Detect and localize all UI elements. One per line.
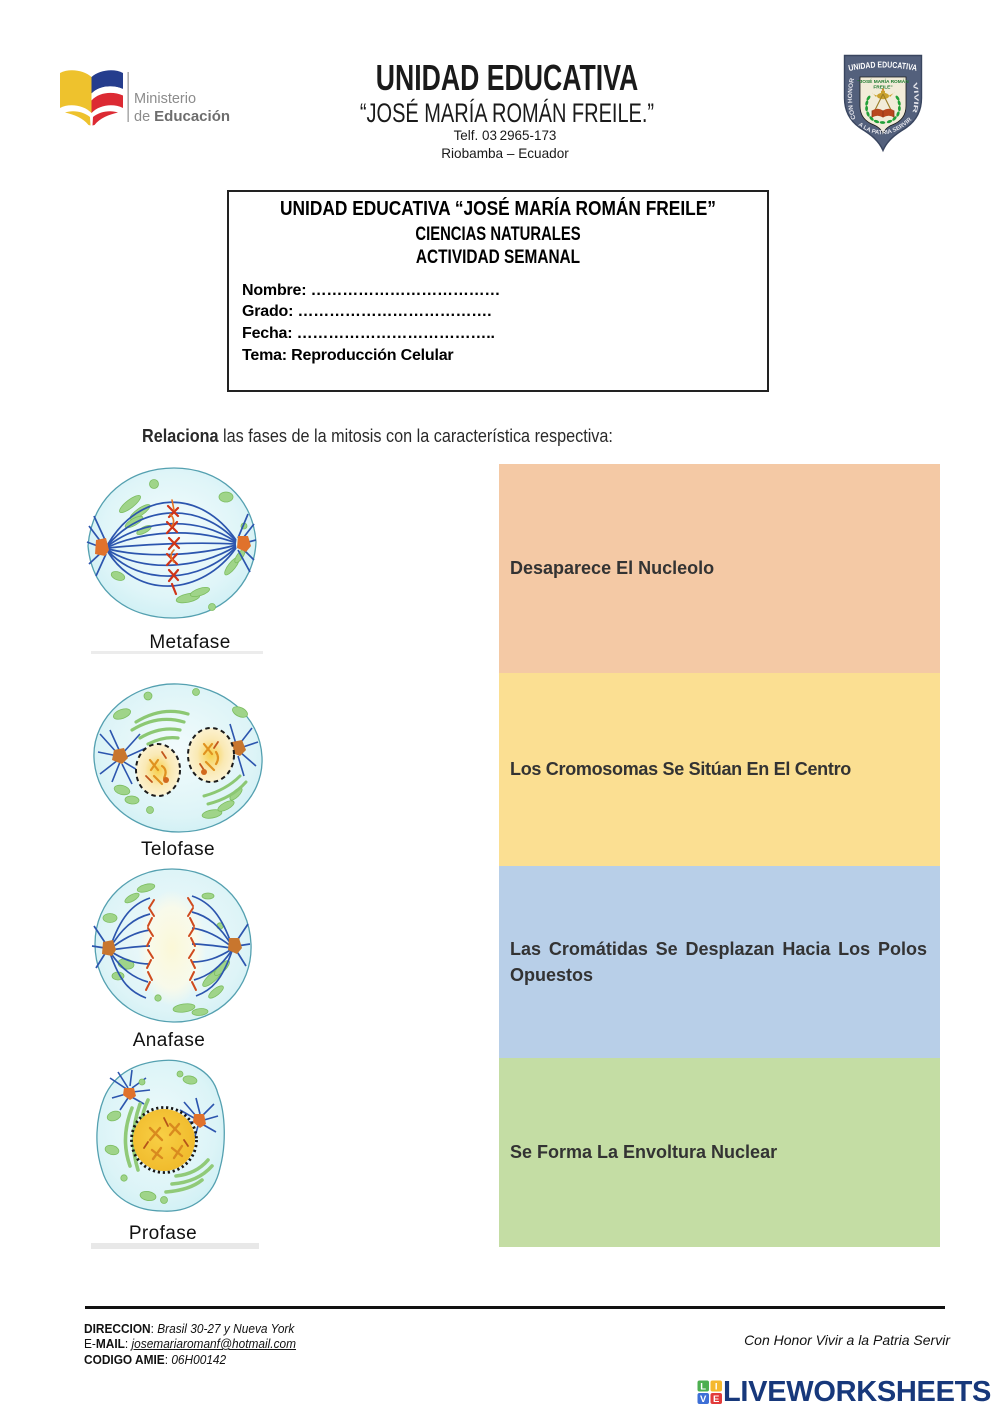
- svg-text:I: I: [715, 1382, 718, 1393]
- svg-text:"JOSÉ MARÍA ROMÁN: "JOSÉ MARÍA ROMÁN: [857, 77, 909, 85]
- svg-text:L: L: [700, 1382, 706, 1393]
- svg-text:FREILE": FREILE": [873, 85, 892, 91]
- svg-text:de Educación: de Educación: [134, 108, 230, 125]
- svg-text:V: V: [700, 1394, 707, 1405]
- svg-text:E: E: [713, 1394, 719, 1405]
- svg-text:Ministerio: Ministerio: [134, 91, 196, 107]
- svg-text:VIVIR: VIVIR: [910, 82, 919, 115]
- svg-text:CON HONOR: CON HONOR: [847, 77, 858, 120]
